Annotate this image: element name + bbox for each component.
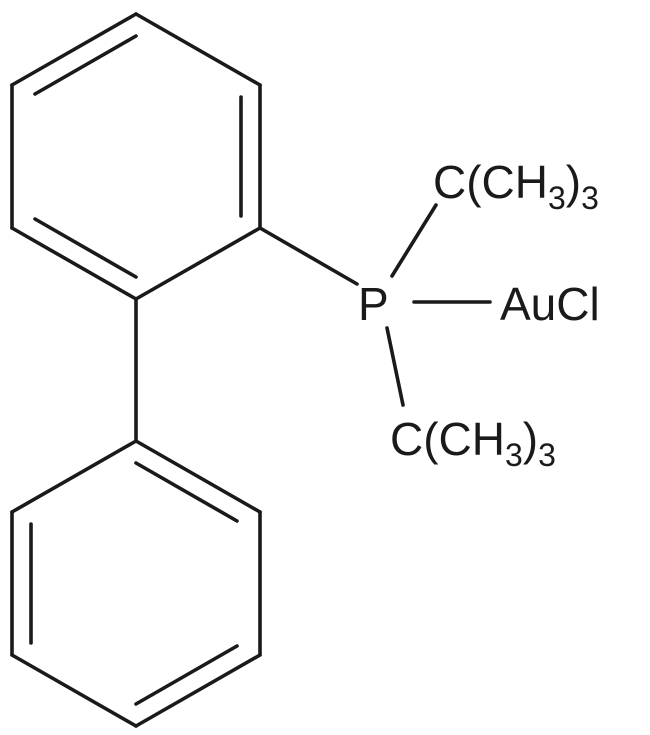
tbu-top-main: C(CH: [433, 156, 548, 208]
double-bond-inner: [134, 461, 239, 523]
gold-chloride-label: AuCl: [500, 278, 600, 330]
bond: [10, 439, 138, 514]
tbu-bottom-main: C(CH: [390, 413, 505, 465]
tert-butyl-top-label: C(CH3)3: [433, 156, 599, 216]
bond: [134, 226, 262, 301]
bond: [134, 12, 262, 87]
double-bond-inner: [134, 644, 239, 706]
tbu-bottom-sub-n: 3: [538, 437, 556, 473]
bond: [10, 12, 138, 87]
bond: [134, 439, 262, 514]
phosphorus-label: P: [358, 278, 389, 330]
p-tbu-bottom-bond: [385, 326, 405, 407]
bond: [10, 226, 138, 301]
double-bond-inner: [33, 217, 138, 279]
p-tbu-top-bond: [390, 203, 438, 278]
bond: [134, 653, 262, 728]
tbu-top-sub-h: 3: [548, 180, 566, 216]
tbu-top-sub-n: 3: [581, 180, 599, 216]
tbu-bottom-close: ): [523, 413, 538, 465]
lower-phenyl-ring: [10, 439, 262, 728]
aryl-p-bond: [258, 226, 359, 286]
bond: [10, 653, 138, 728]
double-bond-inner: [33, 34, 138, 96]
tbu-top-close: ): [566, 156, 581, 208]
tert-butyl-bottom-label: C(CH3)3: [390, 413, 556, 473]
tbu-bottom-sub-h: 3: [505, 437, 523, 473]
upper-phenyl-ring: [10, 12, 262, 301]
